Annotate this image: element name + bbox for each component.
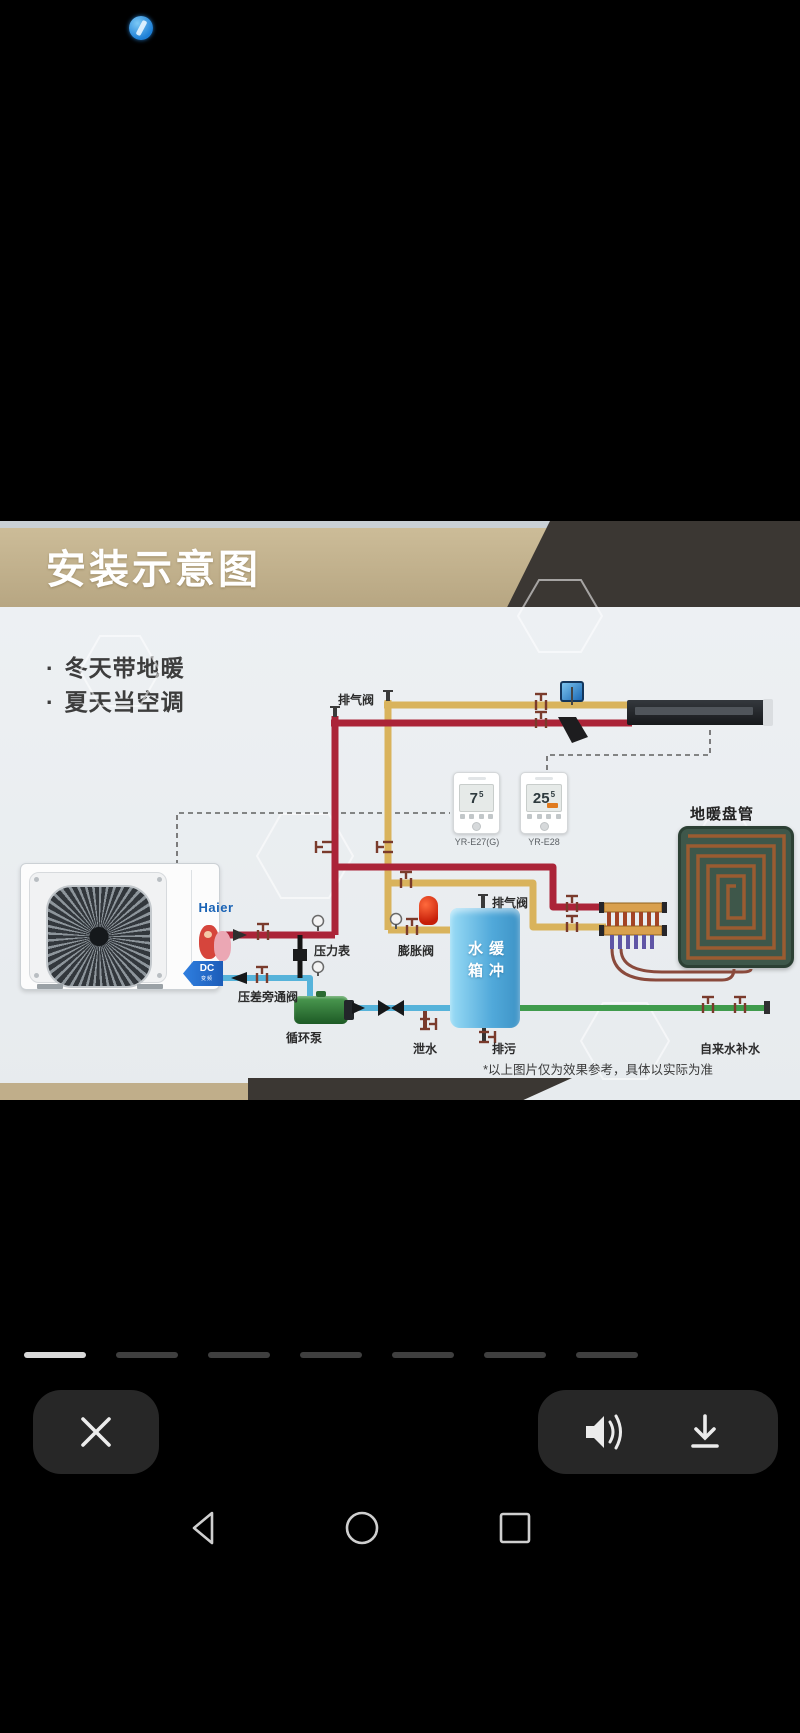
speaker-wave: [608, 1420, 615, 1444]
pipe-heating-return-yellow: [384, 700, 632, 934]
progress-segment: [484, 1352, 546, 1358]
progress-segment: [24, 1352, 86, 1358]
close-icon: [81, 1417, 111, 1447]
label-blowdown: 排污: [492, 1042, 517, 1056]
flow-arrow: [233, 929, 247, 941]
slide-title: 安装示意图: [46, 548, 261, 592]
valves: [254, 692, 748, 1045]
outdoor-unit: Haier DC 变频: [20, 863, 233, 990]
thermostat-1-model: YR-E27(G): [454, 837, 500, 847]
speaker-wave: [614, 1414, 622, 1450]
flow-arrow: [352, 1002, 365, 1014]
circulation-pump: [294, 991, 354, 1024]
progress-segment: [208, 1352, 270, 1358]
progress-bar[interactable]: [24, 1352, 776, 1358]
label-drain: 泄水: [413, 1042, 438, 1056]
control-wire-thermostat-to-fancoil: [546, 728, 711, 770]
label-tank-vent: 排气阀: [492, 896, 529, 910]
back-icon[interactable]: [185, 1508, 225, 1548]
flow-arrow: [231, 972, 247, 984]
fan-coil-unit: [627, 699, 773, 726]
download-button[interactable]: [691, 1414, 719, 1448]
slide-footnote: *以上图片仅为效果参考，具体以实际为准: [483, 1063, 713, 1077]
bypass-valve-body: [293, 949, 307, 961]
media-controls: [538, 1390, 778, 1474]
buffer-tank: 缓冲水箱: [450, 908, 520, 1028]
dc-inverter-badge: DC 变频: [183, 961, 223, 986]
exhaust-valve-caps: [330, 690, 488, 896]
bottom-tan-strip: [0, 1083, 248, 1100]
thermostat-button: [472, 822, 481, 831]
slide-corner-wedge: [507, 521, 800, 607]
coil-feed-pipes: [610, 948, 753, 982]
gauges: [311, 912, 403, 976]
bottom-wedge: [248, 1078, 572, 1100]
mascot-sticker: [199, 921, 235, 967]
exhaust-valve-stubs: [333, 691, 485, 909]
bullet-1: ·冬天带地暖: [46, 655, 185, 681]
y-strainer-icon: [558, 717, 588, 743]
fan-icon: [46, 885, 152, 988]
speaker-icon: [586, 1416, 604, 1448]
thermostat-2-model: YR-E28: [528, 837, 560, 847]
label-expansion-valve: 膨胀阀: [398, 944, 435, 958]
label-exhaust-valve-top: 排气阀: [338, 693, 375, 707]
screw-icon: [34, 877, 39, 882]
floor-coil-spiral: [686, 834, 786, 960]
bullet-2: ·夏天当空调: [46, 689, 185, 715]
pipe-end-cap: [764, 1001, 770, 1014]
progress-segment: [116, 1352, 178, 1358]
floating-bubble-icon[interactable]: [129, 16, 153, 40]
progress-segment: [576, 1352, 638, 1358]
progress-segment: [392, 1352, 454, 1358]
screw-icon: [34, 973, 39, 978]
panel-divider: [191, 870, 192, 985]
control-wire-outdoor-to-thermostat: [176, 812, 450, 865]
screw-icon: [157, 877, 162, 882]
unit-foot: [37, 984, 63, 989]
label-makeup-water: 自来水补水: [700, 1042, 761, 1056]
progress-segment: [300, 1352, 362, 1358]
screw-icon: [157, 973, 162, 978]
label-bypass-valve: 压差旁通阀: [238, 990, 299, 1004]
unit-foot: [137, 984, 163, 989]
manifold: [599, 902, 667, 949]
expansion-tank: [419, 896, 438, 925]
slide-image[interactable]: 安装示意图: [0, 521, 800, 1100]
fan-frame: [29, 872, 167, 988]
label-floor-coil: 地暖盘管: [690, 806, 755, 823]
label-circulation-pump: 循环泵: [286, 1031, 323, 1045]
slide-top-strip: [0, 521, 800, 528]
buffer-tank-label: 缓冲水箱: [466, 940, 504, 985]
fittings-layer: [231, 687, 786, 1045]
label-pressure-gauge: 压力表: [314, 944, 351, 958]
home-icon[interactable]: [342, 1508, 382, 1548]
thermostat-button: [539, 822, 549, 831]
close-button[interactable]: [33, 1390, 159, 1474]
brand-logo: Haier: [198, 900, 234, 915]
recents-icon[interactable]: [495, 1508, 535, 1548]
speaker-button[interactable]: [586, 1414, 622, 1450]
check-valve-icon: [378, 1000, 404, 1016]
